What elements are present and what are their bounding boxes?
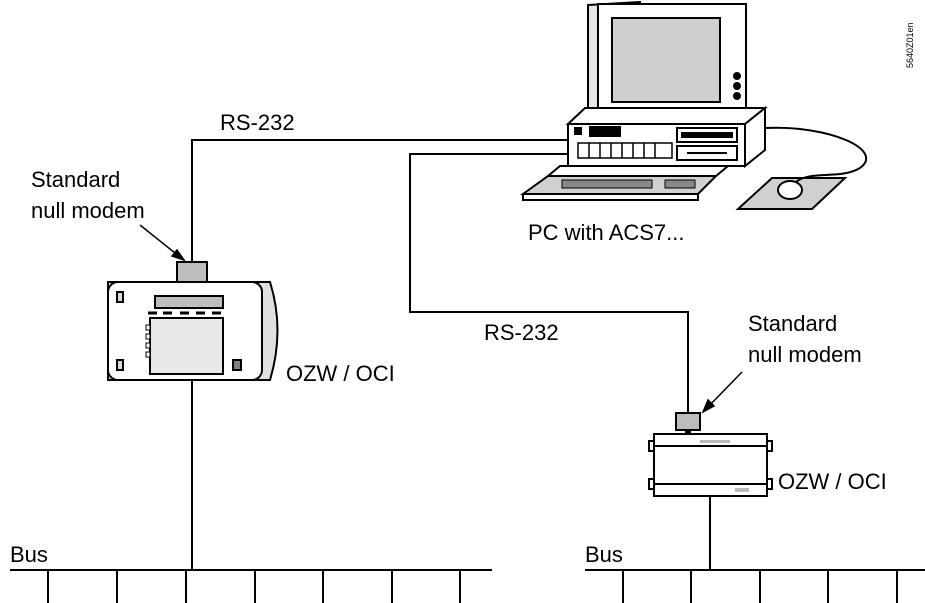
bus-right: [585, 569, 925, 603]
null-modem-label-right-line1: Standard: [748, 311, 837, 336]
ozw-oci-device-right: [648, 412, 773, 497]
rs232-label-top: RS-232: [220, 110, 295, 135]
rs232-connection-right: [409, 153, 689, 413]
bus-label-left: Bus: [10, 542, 48, 567]
rs232-connection-left: [191, 139, 568, 263]
device-label-left: OZW / OCI: [286, 361, 395, 386]
null-modem-adapter-left: [176, 261, 208, 283]
null-modem-label-left-line2: null modem: [31, 198, 145, 223]
pc-caption: PC with ACS7...: [528, 220, 685, 245]
keyboard: [519, 165, 731, 201]
mouse-cable: [764, 126, 868, 183]
null-modem-label-right-line2: null modem: [748, 342, 862, 367]
pointer-arrow-right: [701, 371, 743, 414]
document-code: 5640Z01en: [905, 22, 915, 68]
system-unit: [565, 105, 768, 169]
null-modem-adapter-right: [675, 412, 701, 431]
bus-left: [10, 569, 492, 603]
pointer-arrow-left: [139, 224, 186, 262]
pc-workstation: [519, 0, 868, 210]
device-label-right: OZW / OCI: [778, 469, 887, 494]
null-modem-label-left-line1: Standard: [31, 167, 120, 192]
mouse-pad: [735, 177, 848, 210]
rs232-label-bottom: RS-232: [484, 320, 559, 345]
bus-label-right: Bus: [585, 542, 623, 567]
monitor: [587, 0, 747, 125]
ozw-oci-device-left: [107, 261, 279, 381]
